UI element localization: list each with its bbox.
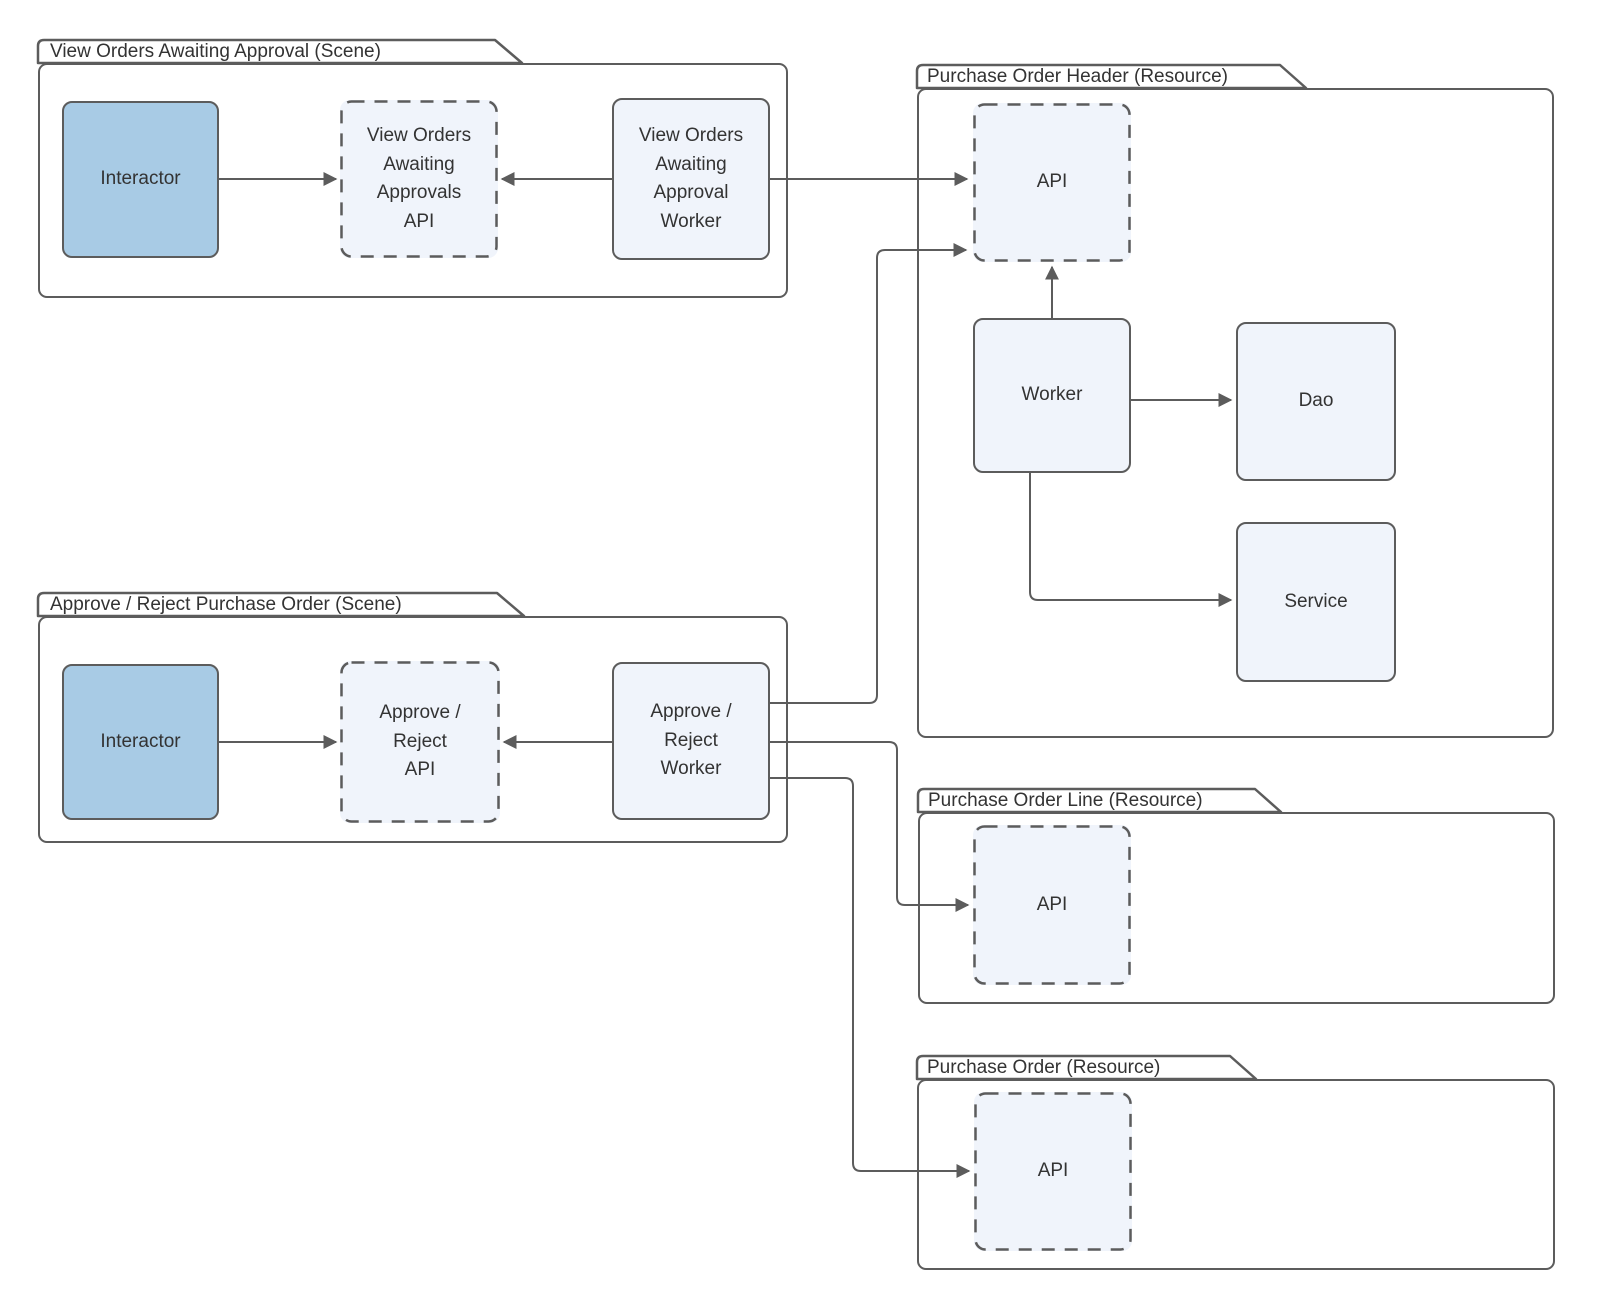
- node-scene1-interactor: Interactor: [62, 101, 219, 258]
- node-label: Dao: [1298, 390, 1334, 412]
- node-label: Interactor: [100, 168, 181, 190]
- node-label: Approve / Reject Worker: [650, 701, 732, 780]
- node-label: Worker: [1021, 384, 1083, 406]
- tab-label-scene-approve-reject: Approve / Reject Purchase Order (Scene): [50, 594, 402, 615]
- node-po-header-service: Service: [1236, 522, 1396, 682]
- node-po-line-api: API: [973, 825, 1131, 985]
- node-scene1-worker: View Orders Awaiting Approval Worker: [612, 98, 770, 260]
- tab-resource-po: [915, 1054, 1258, 1081]
- tab-label-resource-po: Purchase Order (Resource): [927, 1057, 1160, 1078]
- tab-resource-po-line: [916, 787, 1283, 814]
- node-scene2-interactor: Interactor: [62, 664, 219, 820]
- node-label: Interactor: [100, 730, 181, 752]
- node-po-header-dao: Dao: [1236, 322, 1396, 481]
- node-label: View Orders Awaiting Approval Worker: [638, 125, 744, 232]
- node-label: Service: [1284, 590, 1348, 612]
- node-scene1-api: View Orders Awaiting Approvals API: [340, 100, 498, 258]
- node-label: API: [1036, 893, 1068, 915]
- tab-label-scene-view-orders: View Orders Awaiting Approval (Scene): [50, 41, 381, 62]
- node-label: API: [1037, 1160, 1069, 1182]
- tab-scene-view-orders: [36, 38, 524, 65]
- node-scene2-worker: Approve / Reject Worker: [612, 662, 770, 820]
- tab-label-resource-po-header: Purchase Order Header (Resource): [927, 66, 1228, 87]
- node-po-header-api: API: [973, 103, 1131, 262]
- tab-scene-approve-reject: [36, 591, 526, 618]
- node-label: Approve / Reject API: [379, 702, 461, 781]
- node-po-header-worker: Worker: [973, 318, 1131, 473]
- tab-resource-po-header: [915, 63, 1308, 90]
- node-label: View Orders Awaiting Approvals API: [366, 125, 472, 232]
- node-label: API: [1036, 171, 1068, 193]
- node-po-api: API: [974, 1092, 1132, 1251]
- node-scene2-api: Approve / Reject API: [340, 661, 500, 823]
- tab-label-resource-po-line: Purchase Order Line (Resource): [928, 790, 1203, 811]
